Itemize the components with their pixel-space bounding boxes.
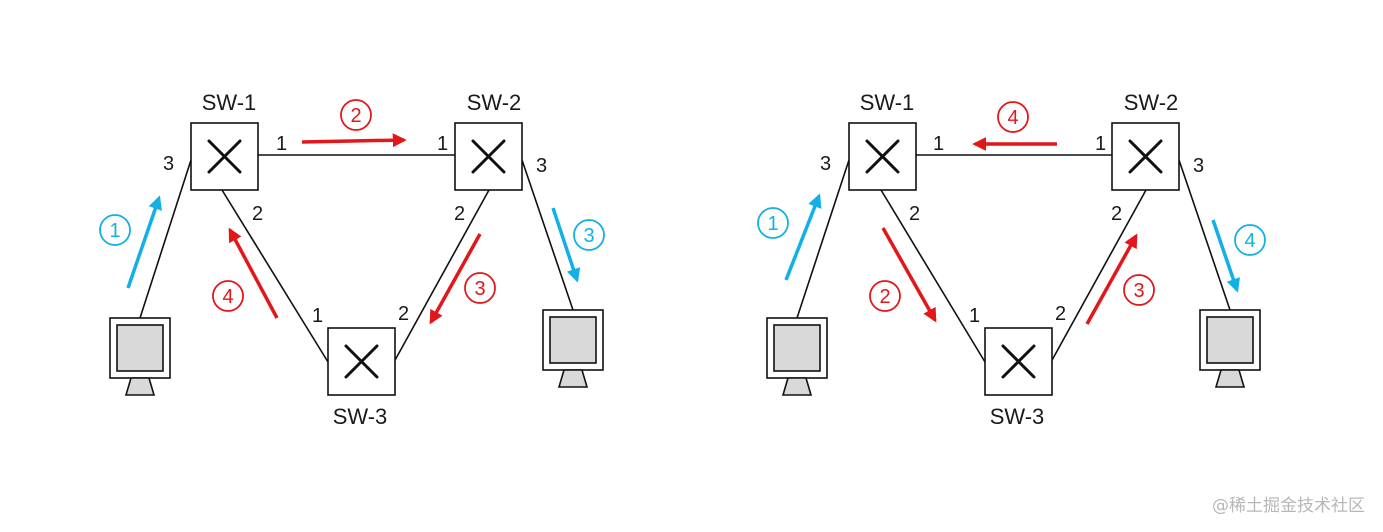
host-right	[542, 309, 604, 388]
switch-sw2: SW-2	[1111, 90, 1180, 191]
port-label: 2	[1111, 203, 1122, 225]
step-marker: 4	[1234, 224, 1266, 256]
link-sw1-sw3	[221, 189, 329, 363]
svg-text:3: 3	[1133, 280, 1144, 302]
link-sw1-host-left	[139, 159, 192, 319]
link-sw1-host-left	[796, 159, 850, 319]
switch-x-icon	[207, 139, 242, 174]
step-marker: 1	[99, 214, 131, 246]
step-marker: 1	[757, 207, 789, 239]
port-label: 3	[536, 155, 547, 177]
flow-arrow-red	[881, 227, 937, 323]
port-label: 1	[969, 305, 980, 327]
step-marker: 2	[869, 280, 901, 312]
port-label: 3	[820, 153, 831, 175]
switch-label: SW-2	[1124, 90, 1179, 115]
switch-label: SW-1	[202, 90, 257, 115]
step-marker: 3	[573, 219, 605, 251]
port-label: 2	[909, 203, 920, 225]
port-label: 1	[933, 133, 944, 155]
port-label: 1	[1095, 133, 1106, 155]
step-marker: 3	[1123, 274, 1155, 306]
svg-text:4: 4	[1007, 107, 1018, 129]
link-sw1-sw3	[880, 189, 986, 363]
diagram-right: SW-1 SW-2 SW-3 1 3 2 1 3 2 1 2	[757, 90, 1266, 429]
switch-x-icon	[344, 344, 379, 379]
svg-text:1: 1	[109, 220, 120, 242]
port-label: 1	[312, 305, 323, 327]
port-label: 2	[252, 203, 263, 225]
step-marker: 4	[997, 101, 1029, 133]
switch-sw2: SW-2	[454, 90, 523, 191]
flow-arrow-red	[301, 133, 407, 148]
step-marker: 3	[464, 272, 496, 304]
svg-text:3: 3	[474, 278, 485, 300]
host-right	[1199, 309, 1261, 388]
svg-text:4: 4	[222, 286, 233, 308]
port-label: 2	[454, 203, 465, 225]
switch-sw3: SW-3	[327, 327, 396, 429]
switch-label: SW-1	[860, 90, 915, 115]
host-left	[766, 317, 828, 396]
switch-x-icon	[1128, 139, 1163, 174]
port-label: 1	[276, 133, 287, 155]
svg-text:3: 3	[583, 225, 594, 247]
link-sw2-sw3	[393, 189, 490, 363]
diagram-left: SW-1 SW-2 SW-3 1 3 2 1 3 2 1	[99, 90, 605, 429]
port-label: 2	[1055, 303, 1066, 325]
switch-label: SW-3	[333, 404, 388, 429]
switch-sw1: SW-1	[848, 90, 917, 191]
switch-label: SW-3	[990, 404, 1045, 429]
port-label: 3	[163, 153, 174, 175]
port-label: 1	[437, 133, 448, 155]
link-sw2-sw3	[1050, 189, 1147, 363]
links	[796, 154, 1231, 363]
switch-label: SW-2	[467, 90, 522, 115]
switch-x-icon	[865, 139, 900, 174]
port-label: 2	[398, 303, 409, 325]
svg-text:1: 1	[767, 213, 778, 235]
step-marker: 2	[340, 99, 372, 131]
svg-text:4: 4	[1244, 230, 1255, 252]
flow-arrow-blue	[784, 193, 822, 281]
flow-arrow-blue	[1211, 219, 1240, 293]
step-marker: 4	[212, 280, 244, 312]
switch-sw3: SW-3	[984, 327, 1053, 429]
links	[139, 154, 574, 363]
svg-text:2: 2	[879, 286, 890, 308]
watermark: @稀土掘金技术社区	[1212, 496, 1365, 516]
svg-text:2: 2	[350, 105, 361, 127]
switch-x-icon	[471, 139, 506, 174]
flow-arrow-red	[228, 227, 279, 319]
switch-sw1: SW-1	[190, 90, 259, 191]
flow-arrow-red	[429, 233, 482, 325]
link-sw2-host-right	[1178, 159, 1231, 311]
switch-x-icon	[1001, 344, 1036, 379]
flow-arrow-blue	[551, 207, 581, 283]
flow-arrow-blue	[126, 195, 162, 289]
port-label: 3	[1193, 155, 1204, 177]
host-left	[109, 317, 171, 396]
link-sw2-host-right	[521, 159, 574, 311]
flow-arrow-red	[1085, 233, 1138, 325]
